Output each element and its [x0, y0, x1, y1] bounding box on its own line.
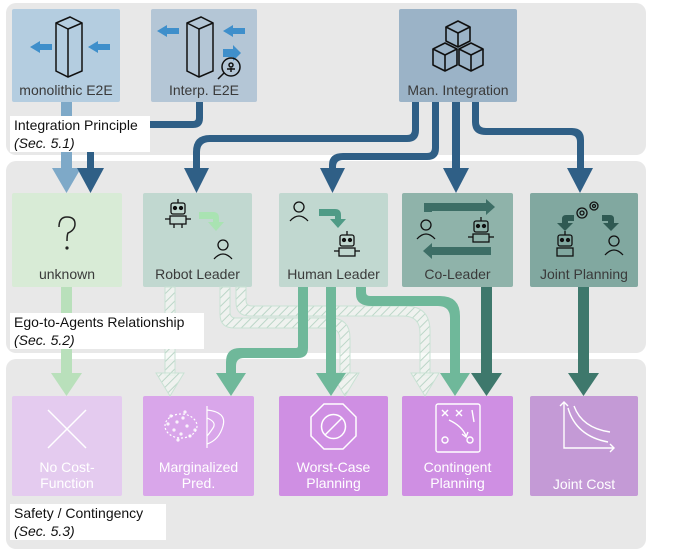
manual-to-joint-planning-arrow — [472, 102, 593, 193]
safety-label: No Cost- Function — [39, 459, 95, 491]
co-leader-to-contingent-arrow — [471, 287, 502, 396]
manual-integration-box: Man. Integration — [399, 9, 517, 102]
human-leader-to-contingent-arrow — [356, 287, 470, 396]
cross-icon — [47, 409, 87, 449]
relationship-label: Robot Leader — [155, 266, 240, 282]
cost-curve-icon — [559, 401, 615, 453]
robot-leads-human-icon — [165, 199, 233, 260]
relationship-label: Joint Planning — [540, 266, 628, 282]
unknown-box: unknown — [12, 193, 122, 287]
safety-label: Joint Cost — [552, 476, 616, 492]
section-title-relationship: Ego-to-Agents Relationship (Sec. 5.2) — [10, 313, 204, 349]
section-reference: (Sec. 5.3) — [14, 523, 75, 539]
contingent-planning-box: Contingent Planning — [402, 396, 513, 496]
human-leader-to-worst-case-arrow — [316, 287, 346, 396]
section-heading: Integration Principle — [14, 117, 138, 133]
cube-stack-icon — [432, 20, 484, 72]
manual-to-robot-leader-arrow — [184, 102, 419, 193]
integration-label: Man. Integration — [407, 82, 509, 98]
relationship-label: unknown — [38, 266, 96, 282]
joint-cost-box: Joint Cost — [530, 396, 638, 496]
section-reference: (Sec. 5.1) — [14, 135, 75, 151]
marginalized-pred-box: Marginalized Pred. — [143, 396, 254, 496]
section-reference: (Sec. 5.2) — [14, 332, 75, 348]
interp-e2e-box: Interp. E2E — [151, 9, 257, 102]
co-leader-box: Co-Leader — [402, 193, 513, 287]
safety-label: Marginalized Pred. — [158, 459, 239, 491]
playbook-icon — [435, 403, 481, 453]
robot-leader-box: Robot Leader — [143, 193, 252, 287]
gears-robot-human-icon — [556, 201, 624, 257]
worst-case-planning-box: Worst-Case Planning — [279, 396, 388, 496]
safety-label: Worst-Case Planning — [296, 459, 371, 491]
question-mark-icon — [58, 216, 76, 250]
stop-sign-icon — [310, 403, 357, 450]
interp-to-unknown-arrow — [77, 102, 203, 193]
safety-label: Contingent Planning — [423, 459, 492, 491]
section-heading: Ego-to-Agents Relationship — [14, 314, 185, 330]
relationship-label: Human Leader — [287, 266, 380, 282]
joint-planning-box: Joint Planning — [530, 193, 638, 287]
integration-label: monolithic E2E — [19, 82, 113, 98]
relationship-label: Co-Leader — [424, 266, 491, 282]
robot-human-cycle-icon — [416, 199, 495, 259]
section-heading: Safety / Contingency — [14, 505, 144, 521]
section-title-integration: Integration Principle (Sec. 5.1) — [10, 116, 150, 152]
scatter-distribution-icon — [164, 406, 225, 448]
manual-to-co-leader-arrow — [443, 102, 469, 193]
human-leader-to-marginalized-arrow — [216, 287, 308, 396]
joint-planning-to-joint-cost-arrow — [568, 287, 599, 396]
interpretable-block-icon — [157, 16, 245, 80]
monolith-block-icon — [30, 16, 110, 78]
manual-to-human-leader-arrow — [320, 102, 439, 193]
no-cost-function-box: No Cost- Function — [12, 396, 122, 496]
section-title-safety: Safety / Contingency (Sec. 5.3) — [10, 504, 166, 540]
integration-label: Interp. E2E — [168, 82, 240, 98]
human-leader-box: Human Leader — [279, 193, 388, 287]
human-leads-robot-icon — [289, 201, 360, 257]
monolithic-e2e-box: monolithic E2E — [12, 9, 120, 102]
